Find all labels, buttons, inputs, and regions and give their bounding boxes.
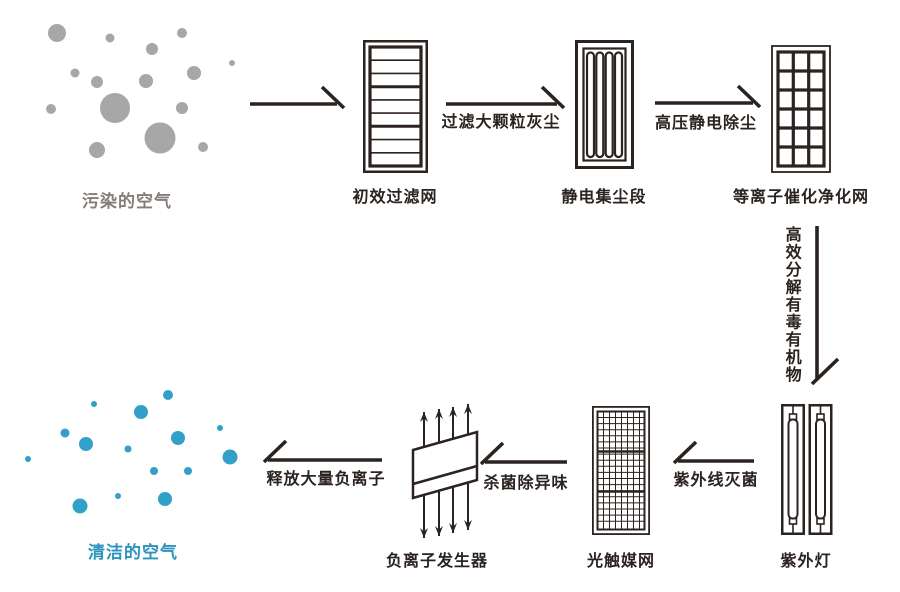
particle-dot: [229, 60, 235, 66]
particle-dot: [79, 437, 93, 451]
particle-dot: [89, 142, 105, 158]
transition-label-decompose-organics: 高效分解有毒有机物: [782, 226, 802, 384]
stage-label-photocatalyst: 光触媒网: [586, 551, 656, 570]
particle-dot: [115, 493, 121, 499]
particle-dot: [124, 445, 132, 453]
particle-dot: [177, 28, 187, 38]
particle-dot: [146, 43, 158, 55]
arrow-photocatalyst-to-ionizer: [479, 441, 567, 466]
particle-dot: [25, 456, 31, 462]
photocatalyst-box: [591, 405, 651, 535]
electrostatic-box: [575, 40, 634, 169]
arrow-input-to-prefilter: [250, 85, 346, 110]
plasma-net-box: [771, 45, 831, 173]
transition-label-deodorize: 杀菌除异味: [483, 473, 569, 492]
particle-dot: [184, 467, 192, 475]
transition-label-filter-dust: 过滤大颗粒灰尘: [441, 112, 561, 131]
transition-label-hv-electrostatic: 高压静电除尘: [654, 113, 758, 132]
particle-dot: [91, 401, 97, 407]
transition-label-uv-sterilize: 紫外线灭菌: [673, 470, 759, 489]
ionizer-plate: [411, 430, 479, 500]
clean-air-label: 清洁的空气: [88, 543, 178, 563]
mesh-grid: [597, 411, 645, 530]
particle-dot: [171, 431, 185, 445]
polluted-air-label: 污染的空气: [82, 192, 172, 212]
particle-dot: [222, 449, 238, 465]
particle-dot: [91, 76, 103, 88]
stage-label-uv-lamp: 紫外灯: [780, 551, 832, 570]
particle-dot: [198, 142, 208, 152]
uv-lamp-box: [781, 404, 833, 535]
polluted-air-particles: [46, 24, 235, 158]
arrow-prefilter-to-electrostatic: [446, 85, 566, 110]
stage-label-ionizer: 负离子发生器: [385, 551, 489, 570]
stage-label-prefilter: 初效过滤网: [352, 187, 438, 206]
particle-dot: [48, 24, 66, 42]
plasma-grid: [778, 52, 824, 166]
particle-dot: [217, 425, 223, 431]
particle-dot: [139, 74, 153, 88]
filter-slats: [371, 59, 420, 154]
stage-label-plasma-net: 等离子催化净化网: [732, 187, 870, 206]
transition-label-release-ions: 释放大量负离子: [266, 469, 386, 488]
arrow-electrostatic-to-plasma: [655, 84, 762, 109]
particle-dot: [60, 428, 70, 438]
particle-dot: [100, 93, 130, 123]
particle-dot: [134, 405, 148, 419]
ion-arrowheads-up: [420, 404, 472, 422]
particle-dot: [72, 498, 88, 514]
uv-tube-right: [815, 406, 826, 533]
arrow-plasma-to-uvlamp: [810, 226, 840, 386]
particle-dot: [187, 66, 201, 80]
particle-dot: [176, 102, 188, 114]
ion-arrowheads-down: [420, 520, 472, 538]
particle-dot: [70, 68, 80, 78]
uv-tube-left: [787, 406, 799, 533]
particle-dot: [158, 492, 172, 506]
stage-label-electrostatic: 静电集尘段: [561, 187, 647, 206]
particle-dot: [150, 467, 158, 475]
particle-dot: [163, 390, 173, 400]
particle-dot: [46, 104, 56, 114]
arrow-ionizer-to-output: [262, 439, 382, 464]
particle-dot: [144, 122, 176, 154]
particle-dot: [105, 33, 115, 43]
prefilter-box: [363, 40, 428, 173]
collector-tubes: [585, 51, 624, 159]
arrow-uvlamp-to-photocatalyst: [672, 440, 754, 465]
clean-air-particles: [25, 390, 238, 514]
ionizer: [411, 404, 479, 538]
